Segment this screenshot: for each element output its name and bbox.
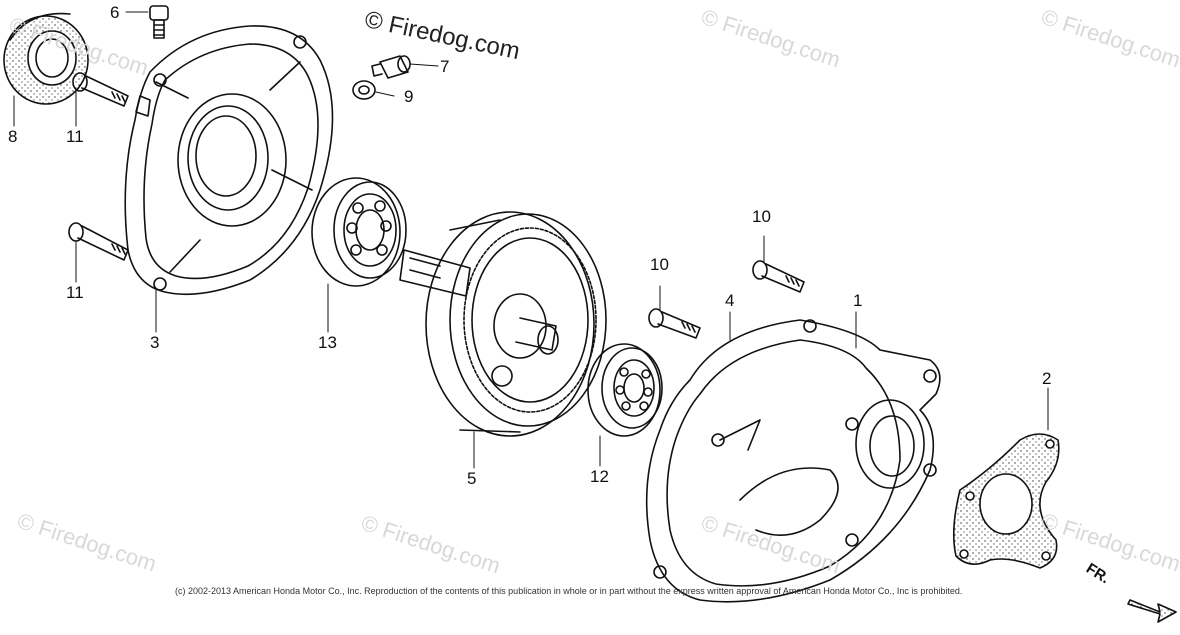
part-number-label: 8: [8, 127, 18, 146]
washer-part-9: [352, 80, 376, 100]
part-number-label: 1: [853, 291, 863, 310]
bearing-part-13: [311, 177, 407, 287]
part-number-label: 2: [1042, 369, 1052, 388]
part-number-label: 13: [318, 333, 337, 352]
part-number-label: 6: [110, 3, 120, 22]
ring-gear-part-5: [399, 211, 607, 437]
front-cover-part-1: [645, 319, 941, 603]
front-direction-arrow: [1127, 599, 1177, 623]
part-number-label: 10: [752, 207, 771, 226]
part-number-label: 11: [66, 283, 84, 302]
part-number-label: 11: [66, 127, 84, 146]
part-number-label: 7: [440, 57, 450, 76]
bolt-part-6: [149, 5, 169, 39]
part-number-label: 3: [150, 333, 160, 352]
part-number-label: 4: [725, 291, 735, 310]
bolt-part-10-right: [752, 260, 805, 293]
bolt-part-10-left: [648, 308, 701, 339]
bolt-part-7: [371, 55, 411, 79]
part-number-label: 9: [404, 87, 414, 106]
copyright-notice: (c) 2002-2013 American Honda Motor Co., …: [175, 586, 963, 596]
bolt-part-11-upper: [72, 72, 129, 107]
housing-part-3: [124, 25, 334, 296]
gasket-part-2: [952, 433, 1060, 569]
part-number-label: 12: [590, 467, 609, 486]
bolt-part-11-lower: [68, 222, 129, 261]
leader-lines: [13, 11, 1049, 469]
part-number-label: 10: [650, 255, 669, 274]
oil-seal-part-8: [3, 12, 89, 105]
part-number-label: 5: [467, 469, 477, 488]
bearing-part-12: [587, 343, 663, 437]
